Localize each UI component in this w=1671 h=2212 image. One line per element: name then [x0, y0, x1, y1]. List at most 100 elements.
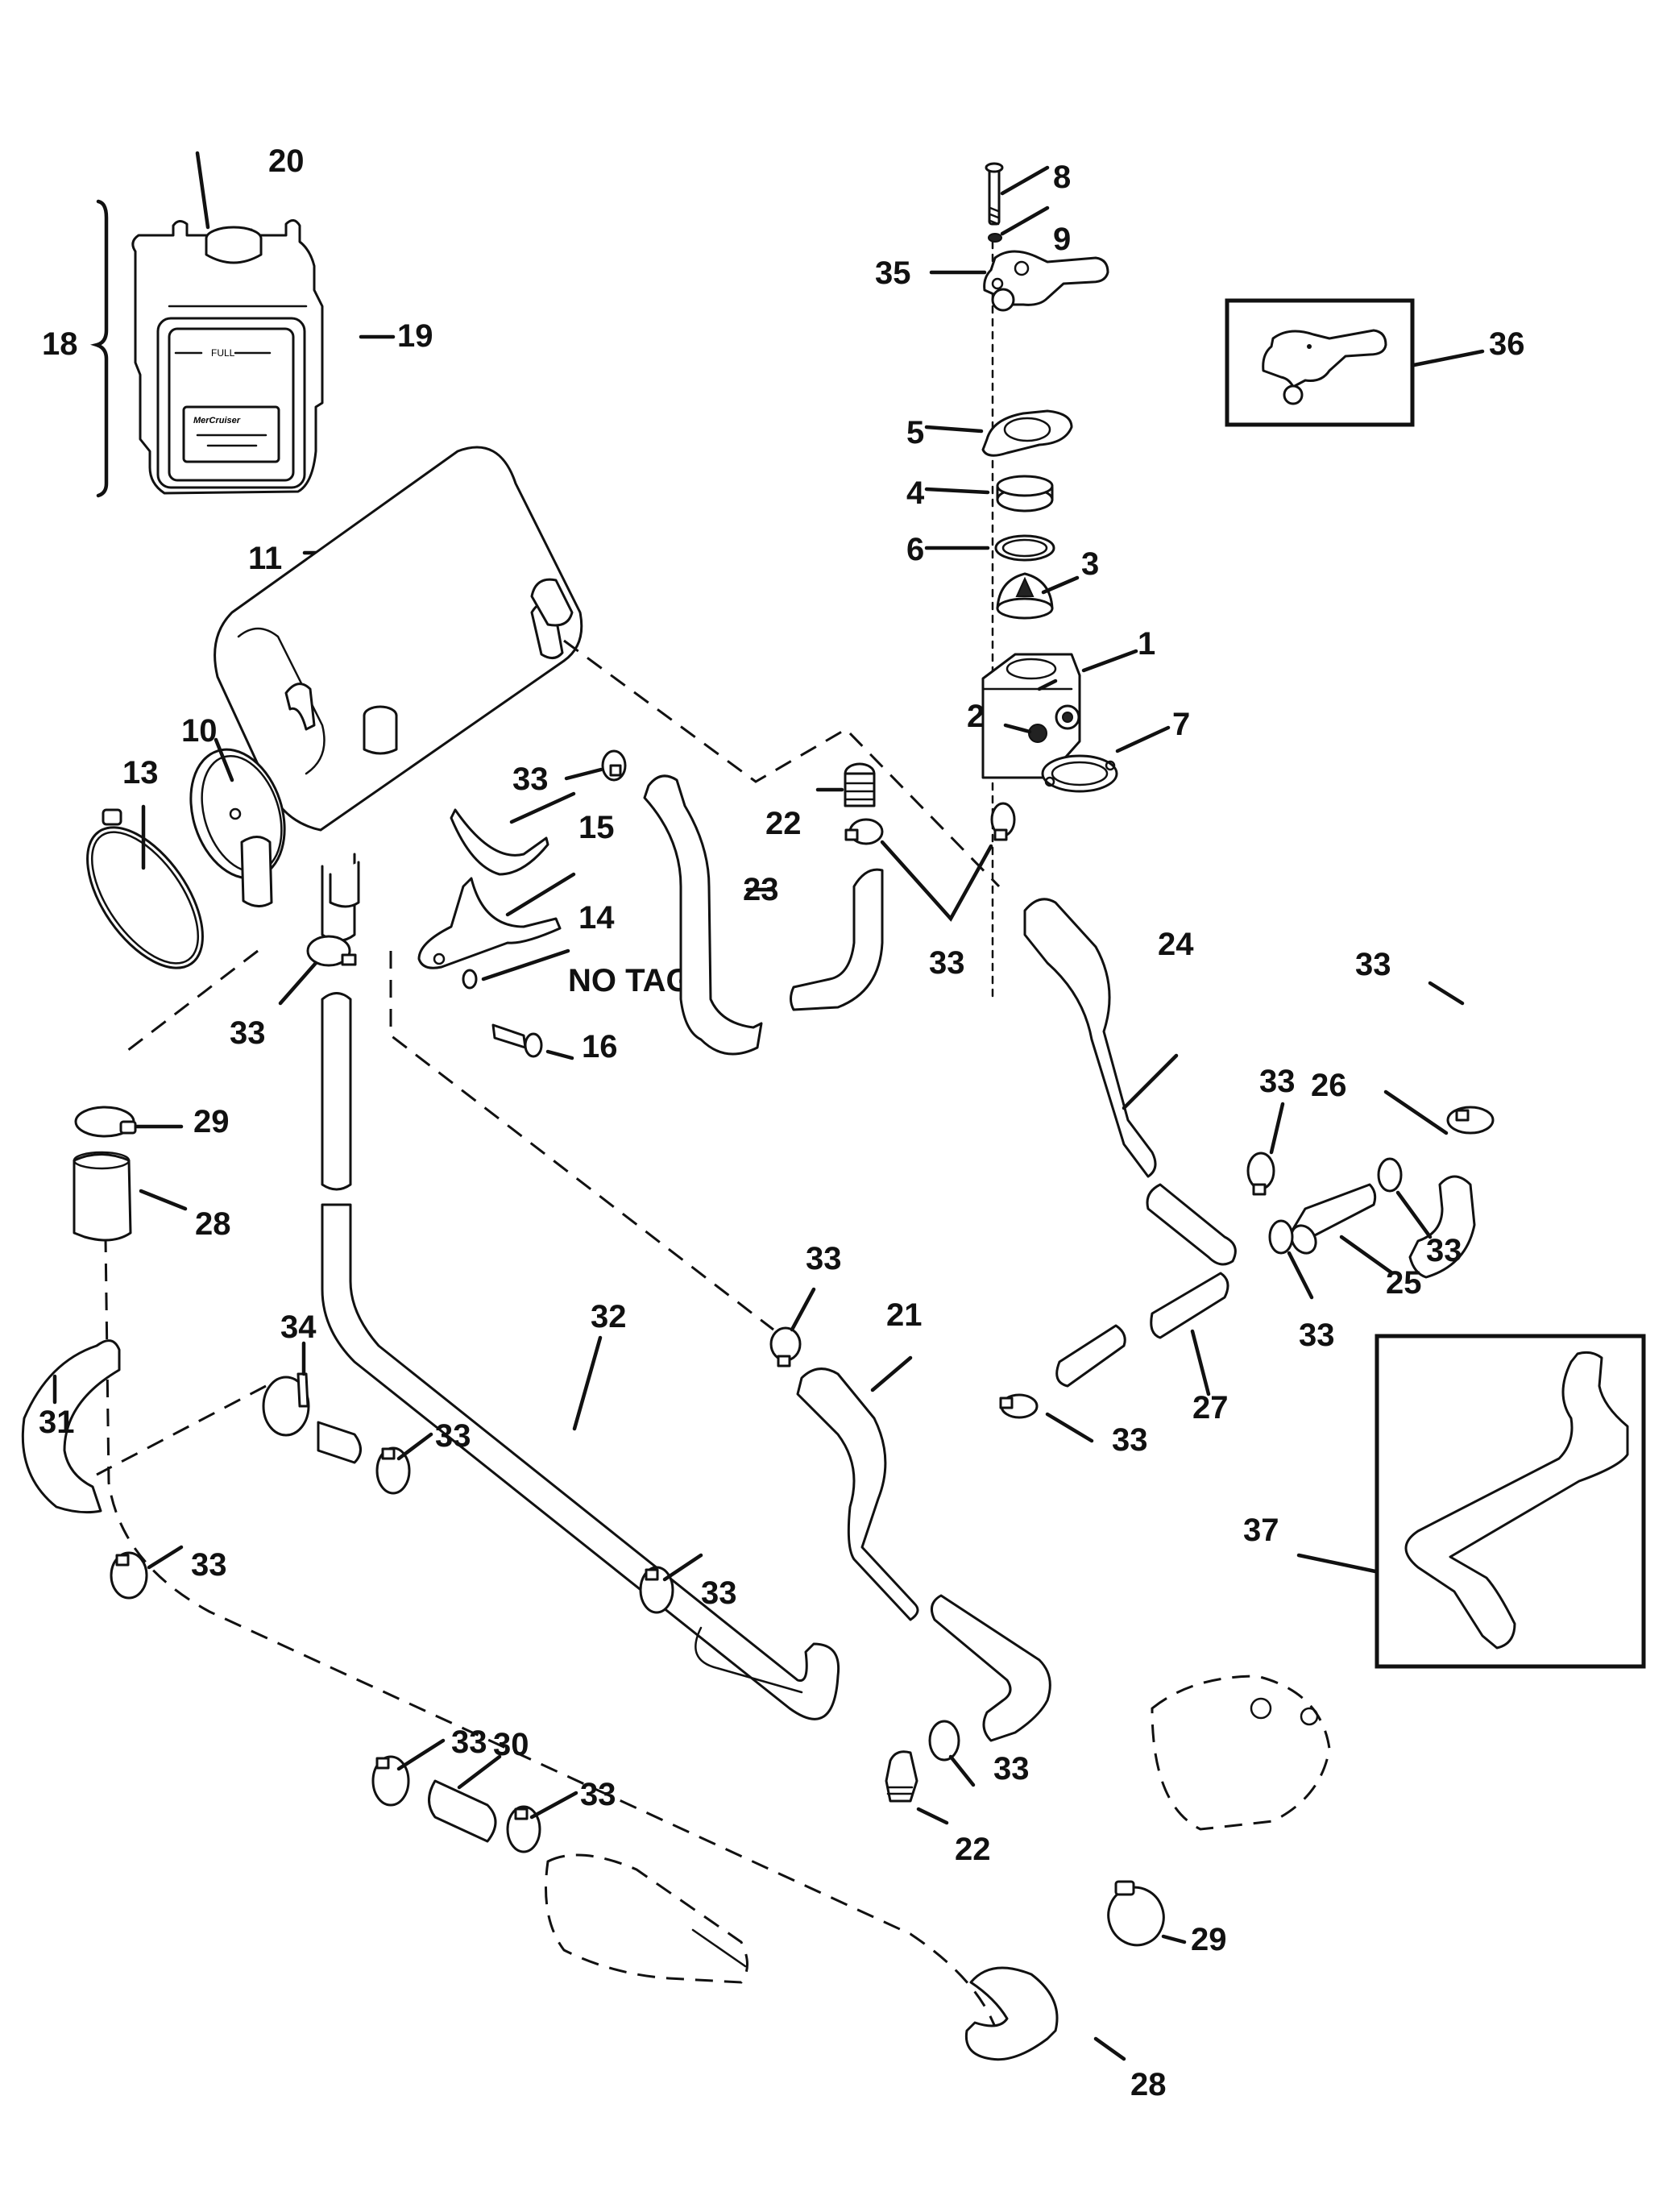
water-pump-ghost	[545, 1853, 748, 1984]
leader-33-05	[1428, 981, 1465, 1006]
callout-13: 13	[122, 755, 159, 791]
hose-clamp-33-05	[1446, 1106, 1495, 1135]
callout-31: 31	[39, 1405, 75, 1440]
callout-22-upper: 22	[765, 806, 802, 841]
lock-washer	[462, 969, 478, 990]
thermostat-housing-cover	[983, 250, 1109, 312]
callout-21: 21	[886, 1297, 923, 1333]
leader-33-13	[147, 1545, 184, 1570]
callout-11: 11	[248, 541, 282, 576]
hose-clamp-33-09	[999, 1393, 1039, 1419]
leader-8	[1000, 165, 1050, 196]
callout-7: 7	[1172, 707, 1190, 742]
leader-33-09	[1045, 1412, 1094, 1443]
callout-37: 37	[1243, 1513, 1279, 1548]
coolant-reservoir: FULL MerCruiser	[131, 219, 324, 495]
callout-3: 3	[1081, 546, 1099, 582]
callout-34: 34	[280, 1309, 317, 1345]
leader-22-lower	[916, 1807, 949, 1825]
callout-no-tag: NO TAG	[568, 963, 691, 998]
callout-33-15: 33	[580, 1777, 616, 1812]
hose-clamp-33-04	[990, 802, 1016, 841]
leader-9	[1000, 205, 1050, 236]
callout-30: 30	[493, 1727, 529, 1762]
callout-18: 18	[42, 326, 78, 362]
hose-21	[796, 1367, 919, 1621]
callout-29-lower: 29	[1191, 1922, 1227, 1957]
leader-26	[1383, 1089, 1449, 1135]
leader-33-15	[529, 1791, 578, 1820]
mounting-bracket	[417, 877, 562, 969]
leader-25	[1339, 1235, 1395, 1276]
callout-9: 9	[1053, 222, 1071, 257]
callout-23: 23	[743, 872, 779, 907]
callout-22-lower: 22	[955, 1832, 991, 1867]
hose-connector	[1146, 1183, 1237, 1266]
leader-33-12	[662, 1553, 703, 1582]
leader-5	[924, 425, 984, 434]
leader-33-14	[396, 1738, 446, 1771]
leader-notag	[481, 948, 570, 981]
fitting-22-upper	[844, 762, 876, 807]
leader-33-11	[396, 1432, 433, 1461]
leader-33-02	[278, 961, 318, 1006]
leader-14	[505, 872, 576, 917]
callout-33-12: 33	[701, 1575, 737, 1611]
callout-24: 24	[1158, 927, 1194, 962]
heat-exchanger	[189, 446, 583, 942]
callout-25: 25	[1386, 1265, 1422, 1301]
leader-1-stub	[1037, 679, 1058, 691]
hose-28-upper	[73, 1153, 132, 1242]
leader-7	[1115, 725, 1171, 753]
hose-clamp-33-02	[306, 935, 357, 967]
thermostat-bolt	[985, 162, 1004, 226]
seal-ring	[996, 475, 1054, 513]
flow-line-upper	[563, 639, 1001, 888]
leader-33-10	[790, 1287, 816, 1332]
callout-19: 19	[397, 318, 433, 354]
hose-clamp-33-07	[1377, 1157, 1403, 1193]
callout-2: 2	[967, 699, 985, 734]
leader-36	[1412, 349, 1485, 367]
hose-28-lower	[964, 1966, 1059, 2061]
hose-32	[321, 1203, 840, 1720]
hose-clamp-33-03	[844, 818, 884, 845]
hose-lower-right	[930, 1594, 1051, 1742]
hose-clamp-33-01	[601, 749, 627, 782]
leader-33-01	[564, 767, 603, 781]
callout-33-08: 33	[1299, 1318, 1335, 1353]
tank-full-mark: FULL	[211, 347, 235, 359]
clamp-34	[262, 1372, 310, 1437]
flow-line-middle	[389, 951, 774, 1331]
hose-24	[1023, 898, 1157, 1178]
callout-28-upper: 28	[195, 1206, 231, 1242]
hose-straight	[321, 992, 352, 1191]
callout-33-06: 33	[1259, 1064, 1296, 1099]
callout-29-upper: 29	[193, 1104, 230, 1139]
leader-28-lower	[1093, 2036, 1126, 2061]
hose-stub-34	[317, 1421, 362, 1464]
circulating-pump-ghost	[1151, 1675, 1331, 1831]
leader-37	[1296, 1553, 1378, 1574]
leader-21	[870, 1355, 913, 1392]
fitting-22-lower	[885, 1750, 918, 1803]
thermostat-housing	[981, 653, 1081, 779]
callout-10: 10	[181, 713, 218, 749]
leader-4	[924, 487, 990, 495]
hose-23	[643, 774, 763, 1056]
callout-20: 20	[268, 143, 305, 179]
callout-32: 32	[591, 1299, 627, 1334]
leader-10	[214, 737, 234, 782]
callout-6: 6	[906, 532, 924, 567]
callout-33-10: 33	[806, 1241, 842, 1276]
leader-1	[1081, 649, 1138, 673]
hose-27b	[1055, 1324, 1126, 1388]
hose-30	[428, 1779, 497, 1843]
hose-clamp-33-13	[110, 1551, 148, 1600]
leader-15	[509, 791, 576, 824]
hose-31	[21, 1339, 121, 1514]
hose-elbow-23b	[790, 868, 884, 1011]
reservoir-cap	[205, 226, 263, 264]
alternate-cover-box	[1225, 298, 1415, 427]
callout-4: 4	[906, 475, 925, 511]
